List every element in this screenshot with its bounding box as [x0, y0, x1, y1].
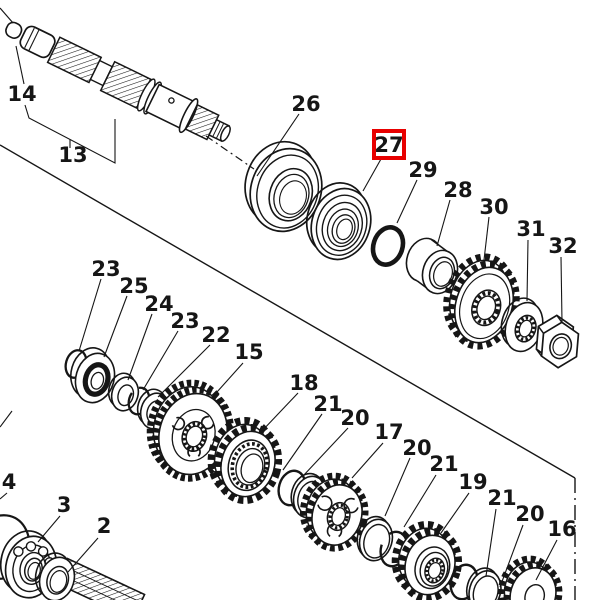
stub-end-face: [219, 125, 231, 142]
part-label-23[interactable]: 23: [91, 257, 120, 281]
part-label-32[interactable]: 32: [548, 234, 577, 258]
oil-hole: [168, 97, 175, 104]
part-label-21[interactable]: 21: [313, 392, 342, 416]
main-axle-shaft: [5, 21, 231, 143]
part-label-30[interactable]: 30: [479, 195, 508, 219]
part-20-washer: [356, 515, 394, 562]
part-label-23[interactable]: 23: [170, 309, 199, 333]
part-label-18[interactable]: 18: [289, 371, 318, 395]
part-label-20[interactable]: 20: [340, 406, 369, 430]
part-19-sliding-gear: [391, 520, 463, 600]
part-29-o-ring: [370, 225, 406, 267]
axis-centerline: [205, 135, 255, 170]
part-label-28[interactable]: 28: [443, 178, 472, 202]
part-label-29[interactable]: 29: [408, 158, 437, 182]
part-label-2[interactable]: 2: [97, 514, 112, 538]
part-26-bearing: [244, 140, 323, 233]
leader-lines: [0, 45, 563, 588]
part-label-20[interactable]: 20: [515, 502, 544, 526]
end-cap-part-14: [19, 25, 56, 59]
part-label-22[interactable]: 22: [201, 323, 230, 347]
highlight-box-part-27: [372, 129, 406, 160]
part-20-washer: [465, 567, 502, 600]
part-2-collar-washer: [34, 552, 76, 600]
part-24-washer: [107, 372, 140, 412]
part-23-circlip: [64, 349, 88, 379]
part-label-26[interactable]: 26: [291, 92, 320, 116]
part-label-17[interactable]: 17: [374, 420, 403, 444]
part-21-circlip: [449, 563, 479, 600]
part-label-3[interactable]: 3: [57, 493, 72, 517]
part-label-25[interactable]: 25: [119, 274, 148, 298]
part-27-oil-seal: [305, 182, 372, 261]
part-32-hex-nut: [535, 314, 580, 369]
part-18-gear: [207, 416, 283, 505]
part-label-15[interactable]: 15: [234, 340, 263, 364]
shaft-tip: [5, 21, 23, 39]
part-label-31[interactable]: 31: [516, 217, 545, 241]
part-label-21[interactable]: 21: [487, 486, 516, 510]
part-label-14[interactable]: 14: [7, 82, 36, 106]
part-label-27-highlighted[interactable]: 27: [374, 133, 403, 157]
part-17-gear: [299, 472, 369, 552]
bracket-part-13: [24, 104, 116, 164]
part-label-13[interactable]: 13: [58, 143, 87, 167]
part-31-lock-washer: [500, 297, 544, 353]
part-label-20[interactable]: 20: [402, 436, 431, 460]
part-21-circlip: [277, 469, 307, 507]
part-label-4[interactable]: 4: [2, 470, 17, 494]
part-label-19[interactable]: 19: [458, 470, 487, 494]
part-25-bearing: [70, 347, 116, 404]
part-label-24[interactable]: 24: [144, 292, 173, 316]
part-label-21[interactable]: 21: [429, 452, 458, 476]
part-labels: 14 13 26 27 29 28 30 31 32 23 25 24 23 2…: [2, 82, 578, 541]
part-label-16[interactable]: 16: [547, 517, 576, 541]
